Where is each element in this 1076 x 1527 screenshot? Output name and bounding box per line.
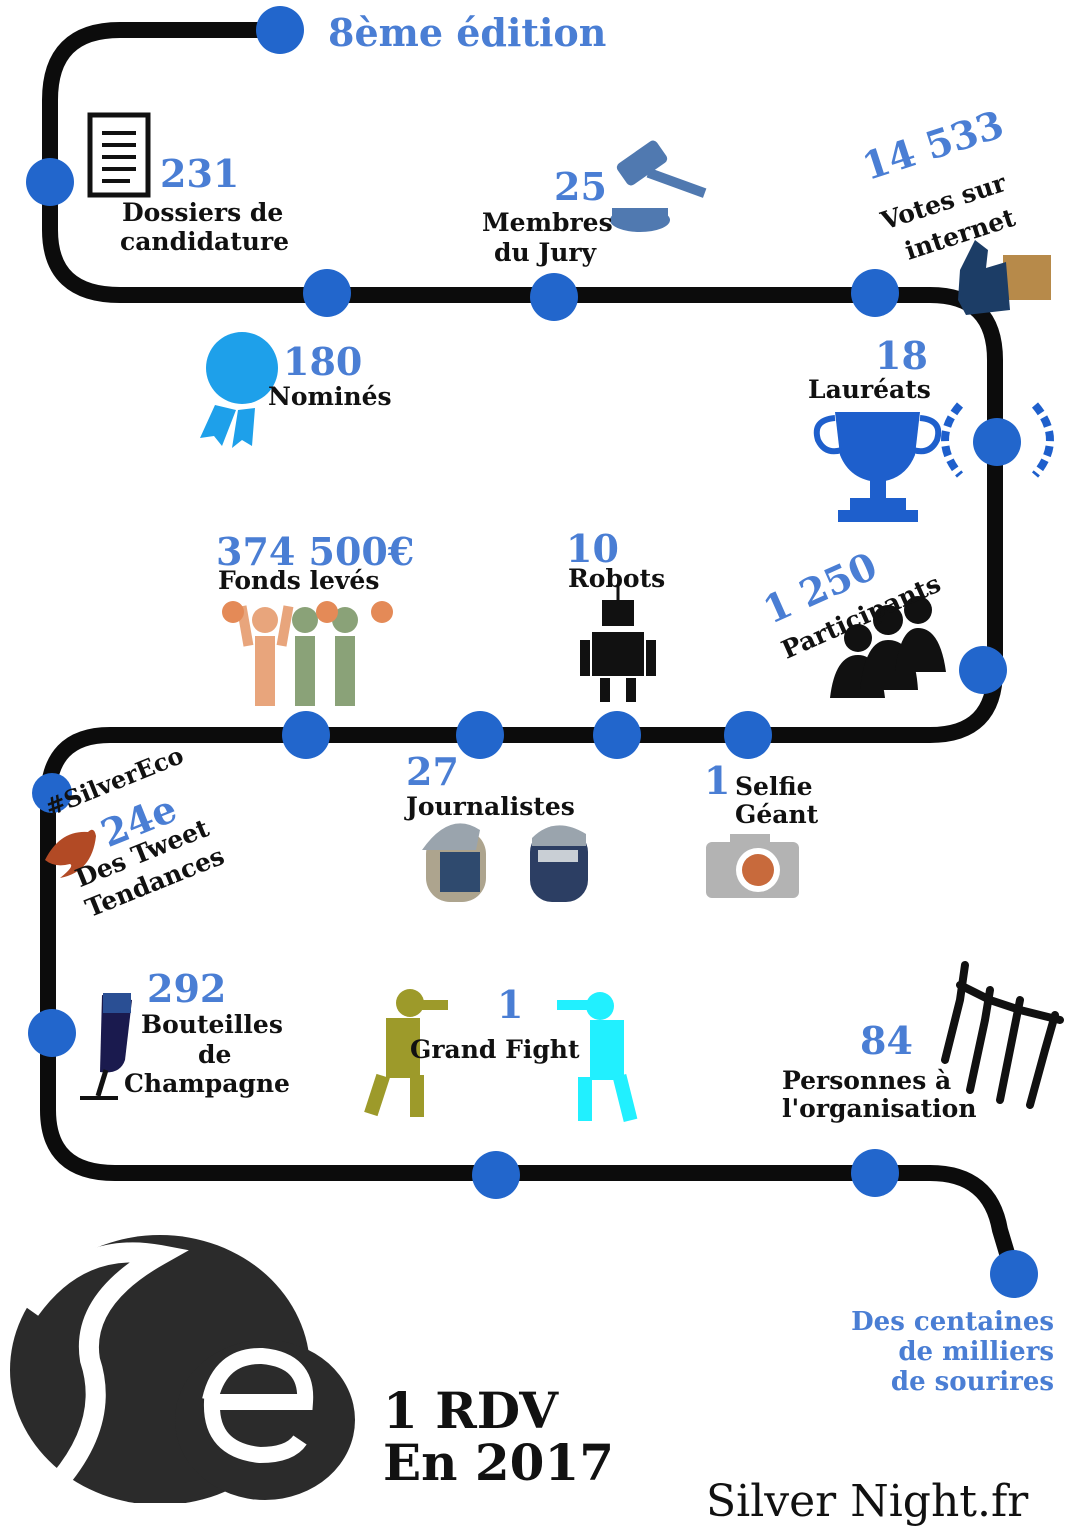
ribbon-icon: [200, 332, 278, 448]
gavel-icon: [610, 140, 707, 232]
dossiers-label: Dossiers de: [122, 198, 284, 227]
orga-label: Personnes à: [782, 1066, 952, 1095]
laurel-icon: [941, 402, 1054, 478]
laureats-number: 18: [875, 333, 928, 378]
robots-label: Robots: [568, 564, 666, 593]
footer-line-2: En 2017: [383, 1433, 615, 1492]
jury-label-2: du Jury: [494, 238, 597, 267]
jury-label: Membres: [482, 208, 613, 237]
twitter-bird-icon: [45, 829, 96, 878]
money-people-icon: [222, 601, 393, 706]
fight-number: 1: [497, 982, 524, 1027]
fonds-label: Fonds levés: [218, 566, 380, 595]
journalists-icon: [422, 823, 588, 902]
champagne-label-3: Champagne: [124, 1069, 290, 1098]
journalistes-number: 27: [406, 749, 459, 794]
finale-line-1: Des centaines: [851, 1307, 1054, 1337]
thumbs-up-icon: [958, 240, 1051, 315]
finale-line-3: de sourires: [890, 1367, 1054, 1397]
champagne-label-2: de: [198, 1040, 232, 1069]
document-icon: [87, 112, 151, 198]
champagne-label: Bouteilles: [141, 1010, 283, 1039]
orga-label-2: l'organisation: [782, 1094, 977, 1123]
finale-line-2: de milliers: [898, 1337, 1054, 1367]
crowd-icon: [830, 596, 946, 698]
champagne-number: 292: [147, 966, 227, 1011]
edition-title: 8ème édition: [328, 10, 607, 55]
selfie-number: 1: [704, 758, 731, 803]
dossiers-number: 231: [160, 151, 240, 196]
champagne-icon: [80, 993, 132, 1100]
robots-number: 10: [566, 526, 619, 571]
node-start: [256, 6, 304, 54]
trophy-icon: [813, 412, 942, 522]
nomines-number: 180: [283, 339, 363, 384]
boxers-icon: [364, 989, 638, 1123]
footer-line-1: 1 RDV: [383, 1381, 559, 1440]
journalistes-label: Journalistes: [406, 792, 575, 821]
jury-number: 25: [554, 164, 607, 209]
team-icon: [941, 961, 1064, 1109]
laureats-label: Lauréats: [808, 375, 931, 404]
fonds-number: 374 500€: [216, 529, 415, 574]
footer-bottom-partial: Silver Night.fr: [706, 1476, 1029, 1527]
orga-number: 84: [860, 1018, 913, 1063]
camera-icon: [706, 834, 799, 898]
selfie-label: Selfie: [735, 772, 813, 801]
robot-icon: [580, 585, 656, 702]
nomines-label: Nominés: [268, 382, 392, 411]
se-logo: [10, 1235, 355, 1503]
selfie-label-2: Géant: [735, 800, 819, 829]
fight-label: Grand Fight: [410, 1035, 580, 1064]
dossiers-label-2: candidature: [120, 227, 290, 256]
